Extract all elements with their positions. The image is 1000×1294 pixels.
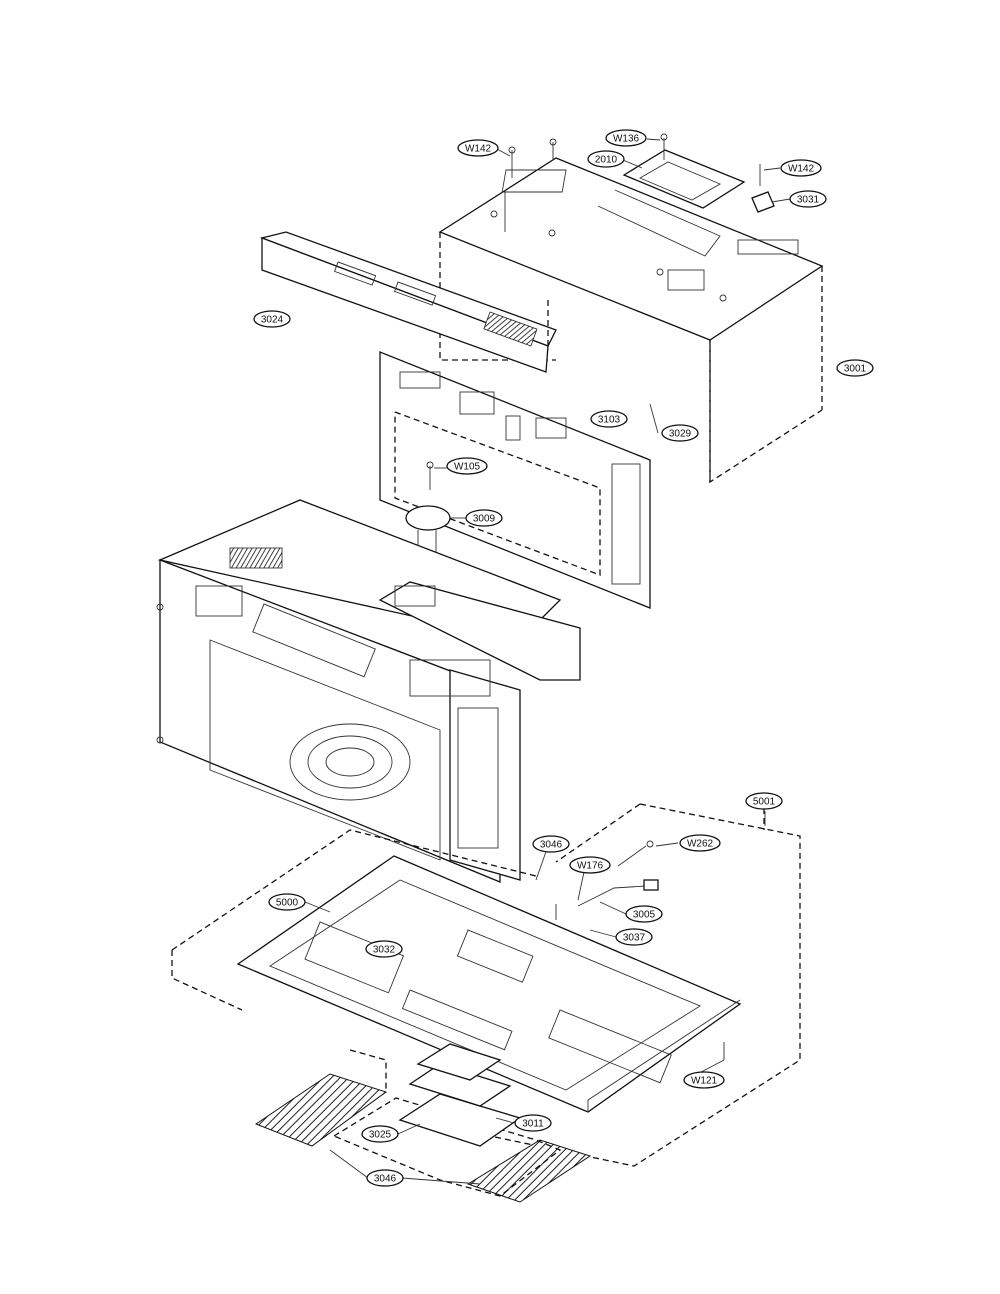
callout-3029: 3029: [661, 424, 699, 442]
callout-3024: 3024: [253, 310, 291, 328]
callout-3005: 3005: [625, 905, 663, 923]
callout-w142-left: W142: [457, 139, 499, 157]
svg-text:W121: W121: [691, 1076, 718, 1087]
callout-w136: W136: [605, 129, 647, 147]
hinge-parts: [555, 840, 725, 1060]
callout-2010: 2010: [587, 150, 625, 168]
svg-text:W136: W136: [613, 134, 640, 145]
inner-cavity-panel: [379, 351, 651, 609]
callout-3032: 3032: [365, 940, 403, 958]
grease-filters: [254, 1049, 592, 1203]
base-plate: [236, 855, 742, 1113]
callout-5000: 5000: [268, 893, 306, 911]
screw-w105: [426, 461, 434, 490]
svg-text:3046: 3046: [374, 1174, 397, 1185]
outer-case: [438, 157, 824, 484]
top-bracket: [622, 133, 746, 209]
svg-text:3046: 3046: [540, 840, 563, 851]
callout-w121: W121: [683, 1071, 725, 1089]
svg-text:3011: 3011: [522, 1119, 544, 1130]
callout-w176: W176: [569, 856, 611, 874]
svg-text:3031: 3031: [797, 195, 820, 206]
svg-text:3103: 3103: [598, 415, 621, 426]
callout-3046-mid: 3046: [532, 835, 570, 853]
screws-top: [508, 138, 557, 178]
svg-text:W262: W262: [687, 839, 714, 850]
base-assembly-outline: [171, 803, 801, 1167]
callout-5001: 5001: [745, 792, 783, 810]
svg-text:2010: 2010: [595, 155, 618, 166]
callout-w142-right: W142: [780, 159, 822, 177]
svg-text:5000: 5000: [276, 898, 299, 909]
callout-3103: 3103: [590, 410, 628, 428]
svg-text:3005: 3005: [633, 910, 656, 921]
svg-text:3032: 3032: [373, 945, 396, 956]
svg-text:3024: 3024: [261, 315, 284, 326]
front-trim-panel: [259, 231, 557, 373]
callout-3031: 3031: [789, 190, 827, 208]
callout-3046-bottom: 3046: [366, 1169, 404, 1187]
svg-text:3025: 3025: [369, 1130, 392, 1141]
light-cover: [333, 1043, 562, 1197]
svg-text:3037: 3037: [623, 933, 646, 944]
callout-w105: W105: [446, 457, 488, 475]
svg-text:5001: 5001: [753, 797, 776, 808]
svg-text:3029: 3029: [669, 429, 692, 440]
callout-3037: 3037: [615, 928, 653, 946]
small-bracket: [751, 164, 775, 213]
svg-text:W142: W142: [788, 164, 815, 175]
callout-3009: 3009: [465, 509, 503, 527]
callout-3001-top: 3001: [836, 359, 874, 377]
svg-text:W142: W142: [465, 144, 492, 155]
callout-3011: 3011: [514, 1114, 552, 1132]
callout-w262: W262: [679, 834, 721, 852]
main-chassis: [156, 499, 581, 883]
svg-text:W105: W105: [454, 462, 481, 473]
svg-text:3001: 3001: [844, 364, 867, 375]
callout-3025: 3025: [361, 1125, 399, 1143]
svg-text:3009: 3009: [473, 514, 496, 525]
svg-text:W176: W176: [577, 861, 604, 872]
